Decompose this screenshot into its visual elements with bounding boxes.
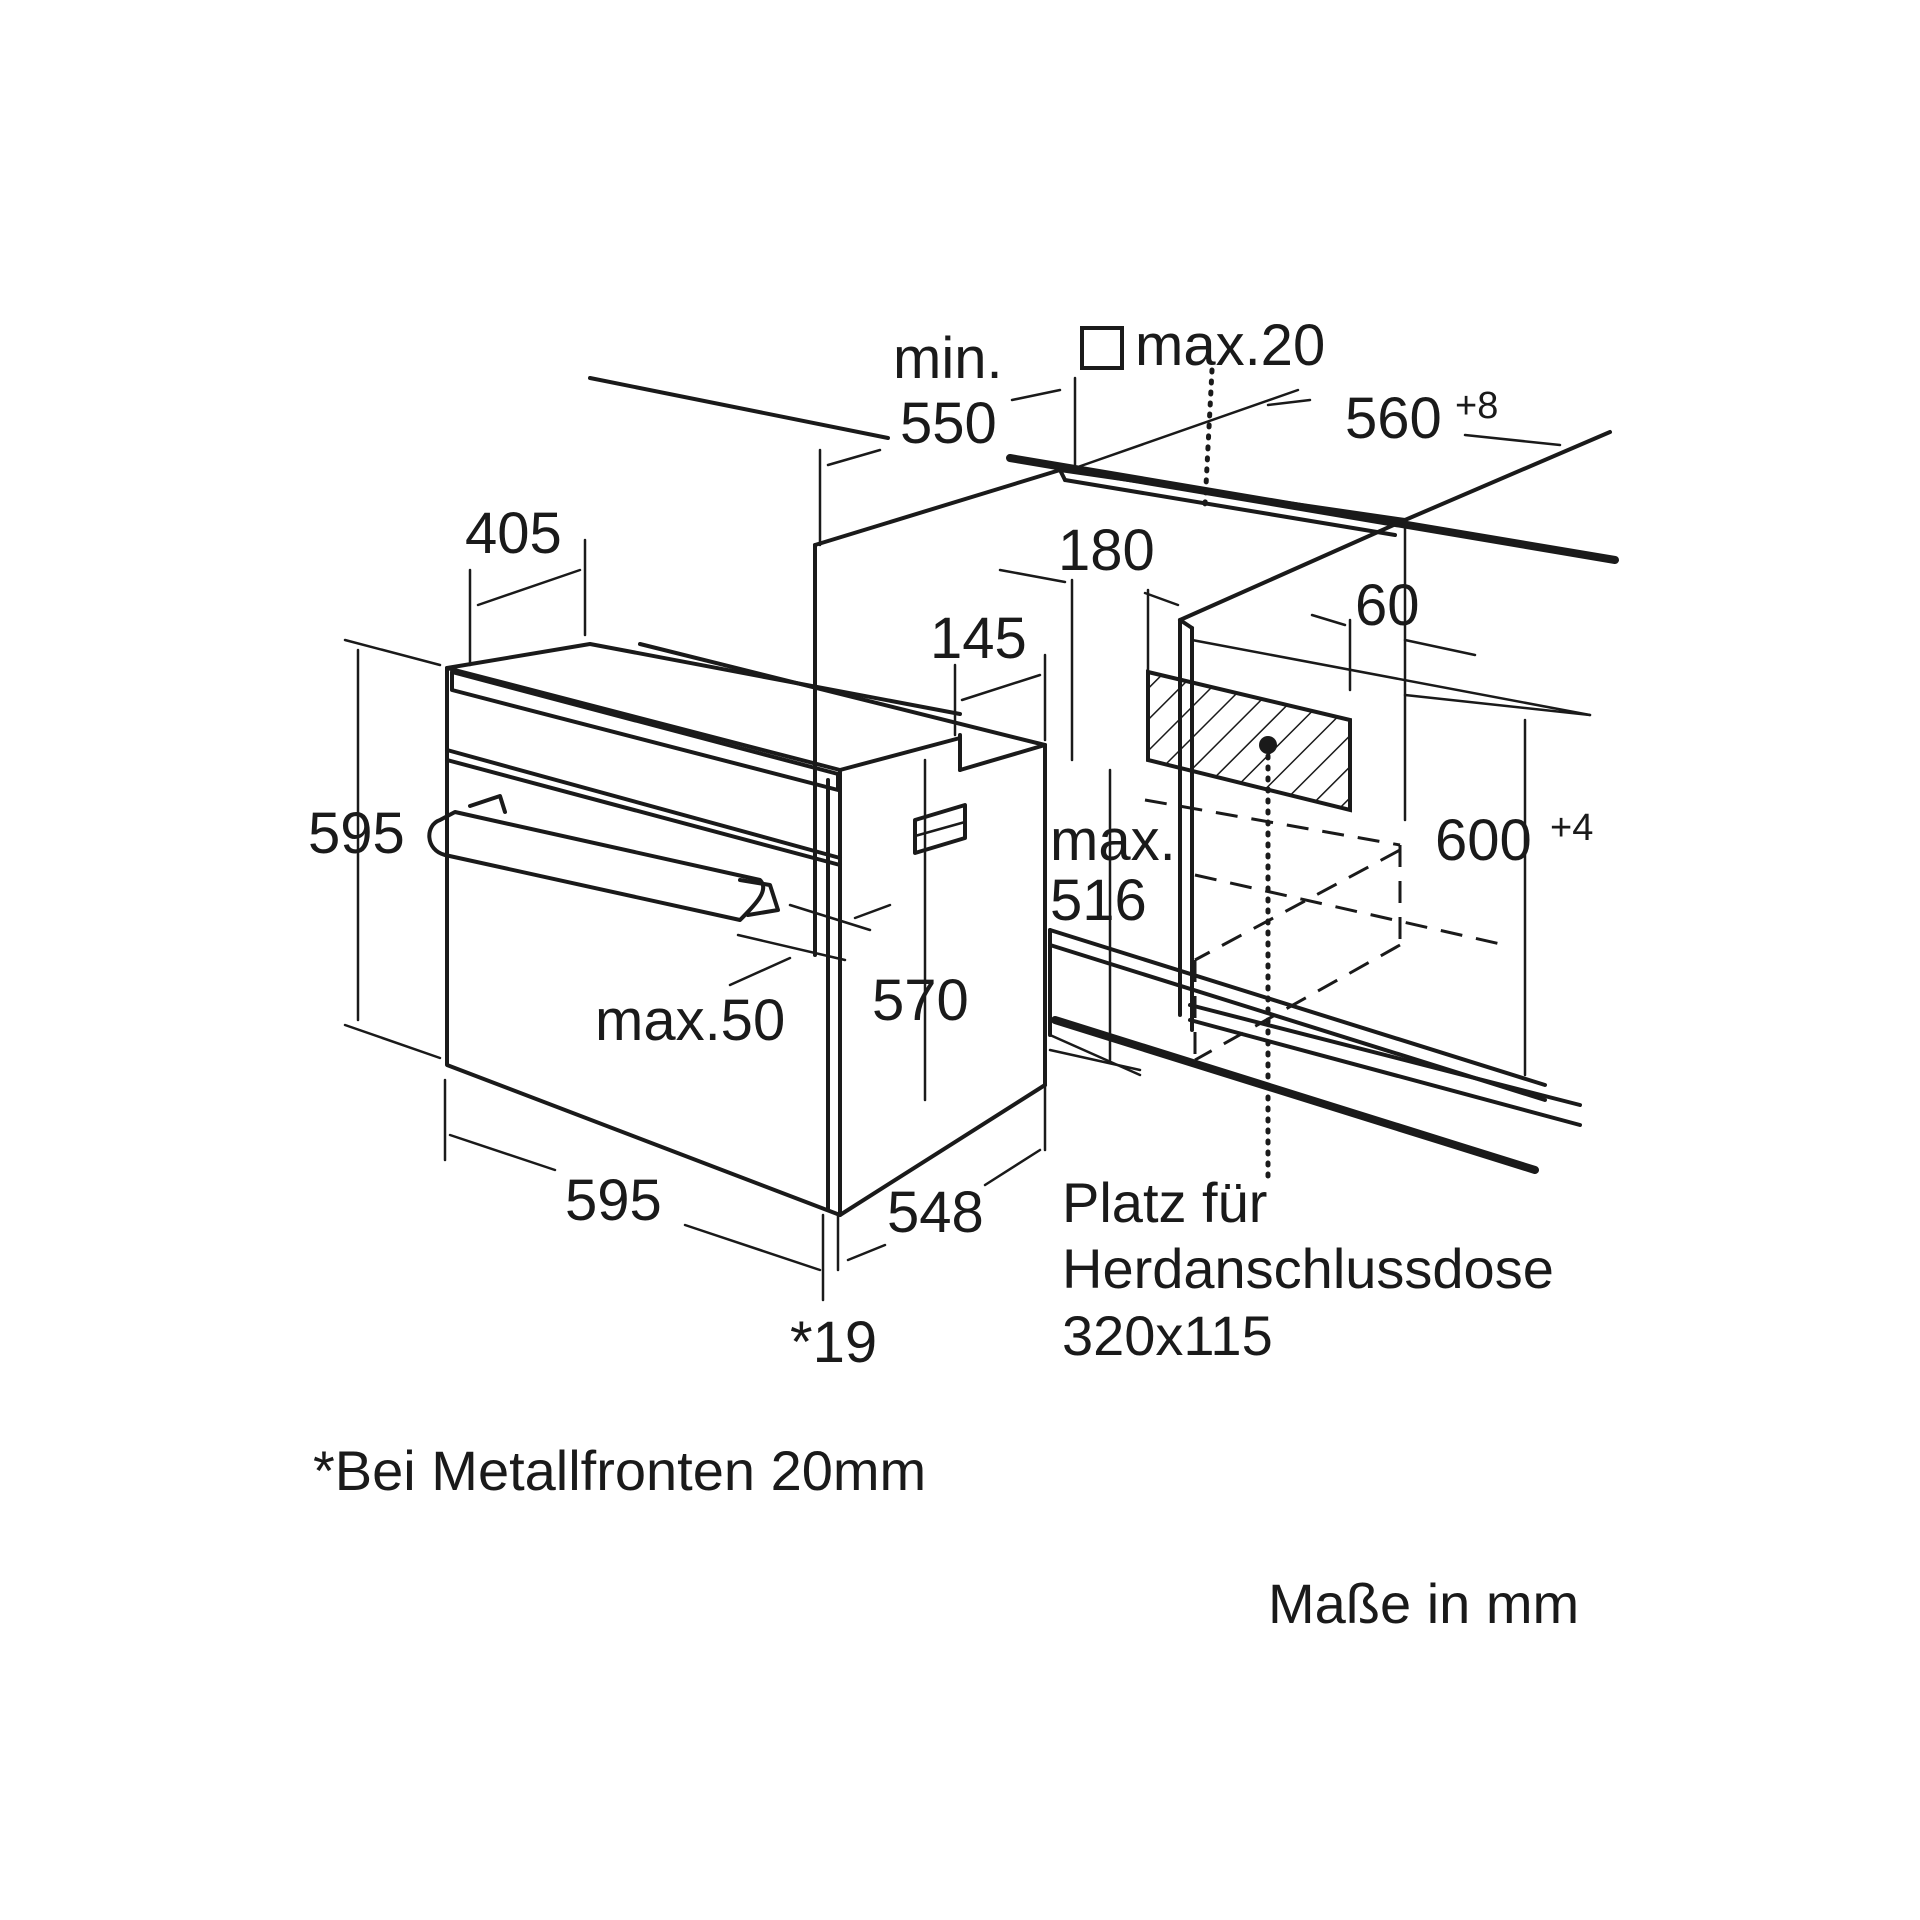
socket-note-line1: Platz für bbox=[1062, 1171, 1267, 1234]
dim-180: 180 bbox=[1058, 518, 1155, 583]
socket-note-line2: Herdanschlussdose bbox=[1062, 1237, 1554, 1300]
installation-niche bbox=[588, 367, 1619, 1183]
dim-max50: max.50 bbox=[595, 988, 785, 1053]
square-icon bbox=[1080, 326, 1124, 370]
oven-body bbox=[427, 642, 1047, 1217]
dimension-lines bbox=[343, 376, 1592, 1302]
max-label: max. bbox=[1050, 808, 1176, 873]
dim-600: 600 bbox=[1435, 808, 1532, 873]
footnote: *Bei Metallfronten 20mm bbox=[313, 1439, 926, 1502]
dim-516: 516 bbox=[1050, 868, 1147, 933]
dim-star19: *19 bbox=[790, 1310, 877, 1375]
dim-550: 550 bbox=[900, 391, 997, 456]
dim-595-width: 595 bbox=[565, 1168, 662, 1233]
dim-595-height: 595 bbox=[308, 801, 405, 866]
units-note: Maße in mm bbox=[1268, 1572, 1579, 1635]
dim-60: 60 bbox=[1355, 573, 1420, 638]
dim-145: 145 bbox=[930, 606, 1027, 671]
dim-600-tolerance: +4 bbox=[1550, 807, 1593, 849]
min-label: min. bbox=[893, 326, 1003, 391]
dim-548: 548 bbox=[887, 1180, 984, 1245]
socket-note-line3: 320x115 bbox=[1062, 1304, 1273, 1367]
socket-note: Platz für Herdanschlussdose 320x115 bbox=[1062, 1171, 1554, 1367]
dimension-labels: min. 550 max.20 560 +8 405 180 145 60 59… bbox=[308, 313, 1593, 1375]
dim-560: 560 bbox=[1345, 386, 1442, 451]
dim-405: 405 bbox=[465, 501, 562, 566]
dim-560-tolerance: +8 bbox=[1455, 385, 1498, 427]
dim-570: 570 bbox=[872, 968, 969, 1033]
dim-max20: max.20 bbox=[1135, 313, 1325, 378]
